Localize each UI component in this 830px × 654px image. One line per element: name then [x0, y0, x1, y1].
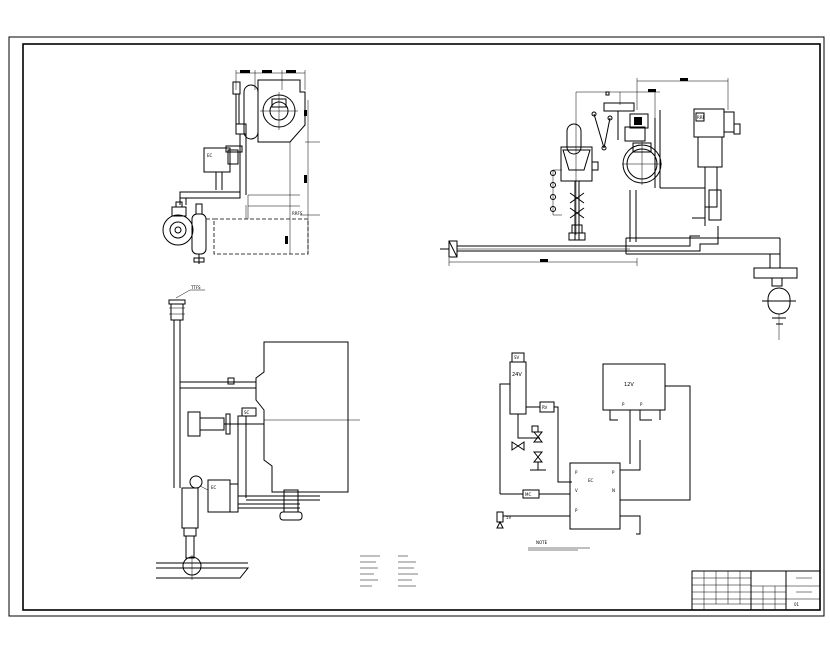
- svg-text:P: P: [622, 402, 625, 407]
- svg-text:RRF: RRF: [697, 115, 706, 120]
- outer-border: [8, 36, 825, 617]
- box-24v: [509, 361, 527, 415]
- svg-text:P: P: [640, 402, 643, 407]
- svg-text:SV: SV: [514, 355, 520, 360]
- svg-text:MC: MC: [525, 492, 531, 497]
- svg-text:TTFS: TTFS: [190, 285, 201, 290]
- svg-text:RRFS: RRFS: [292, 211, 303, 216]
- box-ecu: [569, 462, 621, 530]
- svg-text:P: P: [575, 470, 578, 475]
- svg-text:V: V: [575, 488, 578, 493]
- notes-block: [360, 555, 418, 587]
- svg-text:EC: EC: [207, 153, 213, 158]
- view-top-left: EC RRFS: [162, 70, 320, 264]
- svg-text:P: P: [575, 508, 578, 513]
- view-bottom-left: TTFS SC EC: [156, 285, 360, 580]
- svg-text:EC: EC: [211, 485, 217, 490]
- view-bottom-right-schematic: SV 24V RV MC 5V EC P V P P N 12V: [496, 352, 691, 551]
- sheet-number: 01: [794, 602, 800, 607]
- svg-text:NOTE: NOTE: [536, 540, 548, 545]
- label-12v: 12V: [624, 382, 634, 388]
- svg-text:RV: RV: [542, 405, 548, 410]
- svg-text:SC: SC: [244, 410, 250, 415]
- inner-frame: [22, 43, 821, 611]
- box-12v: [602, 363, 666, 411]
- svg-text:P: P: [612, 470, 615, 475]
- label-24v: 24V: [512, 372, 522, 378]
- title-block: 01: [691, 570, 821, 611]
- svg-text:5V: 5V: [506, 515, 512, 520]
- label-ecu: EC: [588, 478, 594, 483]
- svg-text:N: N: [612, 488, 615, 493]
- view-top-right: RRF: [440, 78, 798, 340]
